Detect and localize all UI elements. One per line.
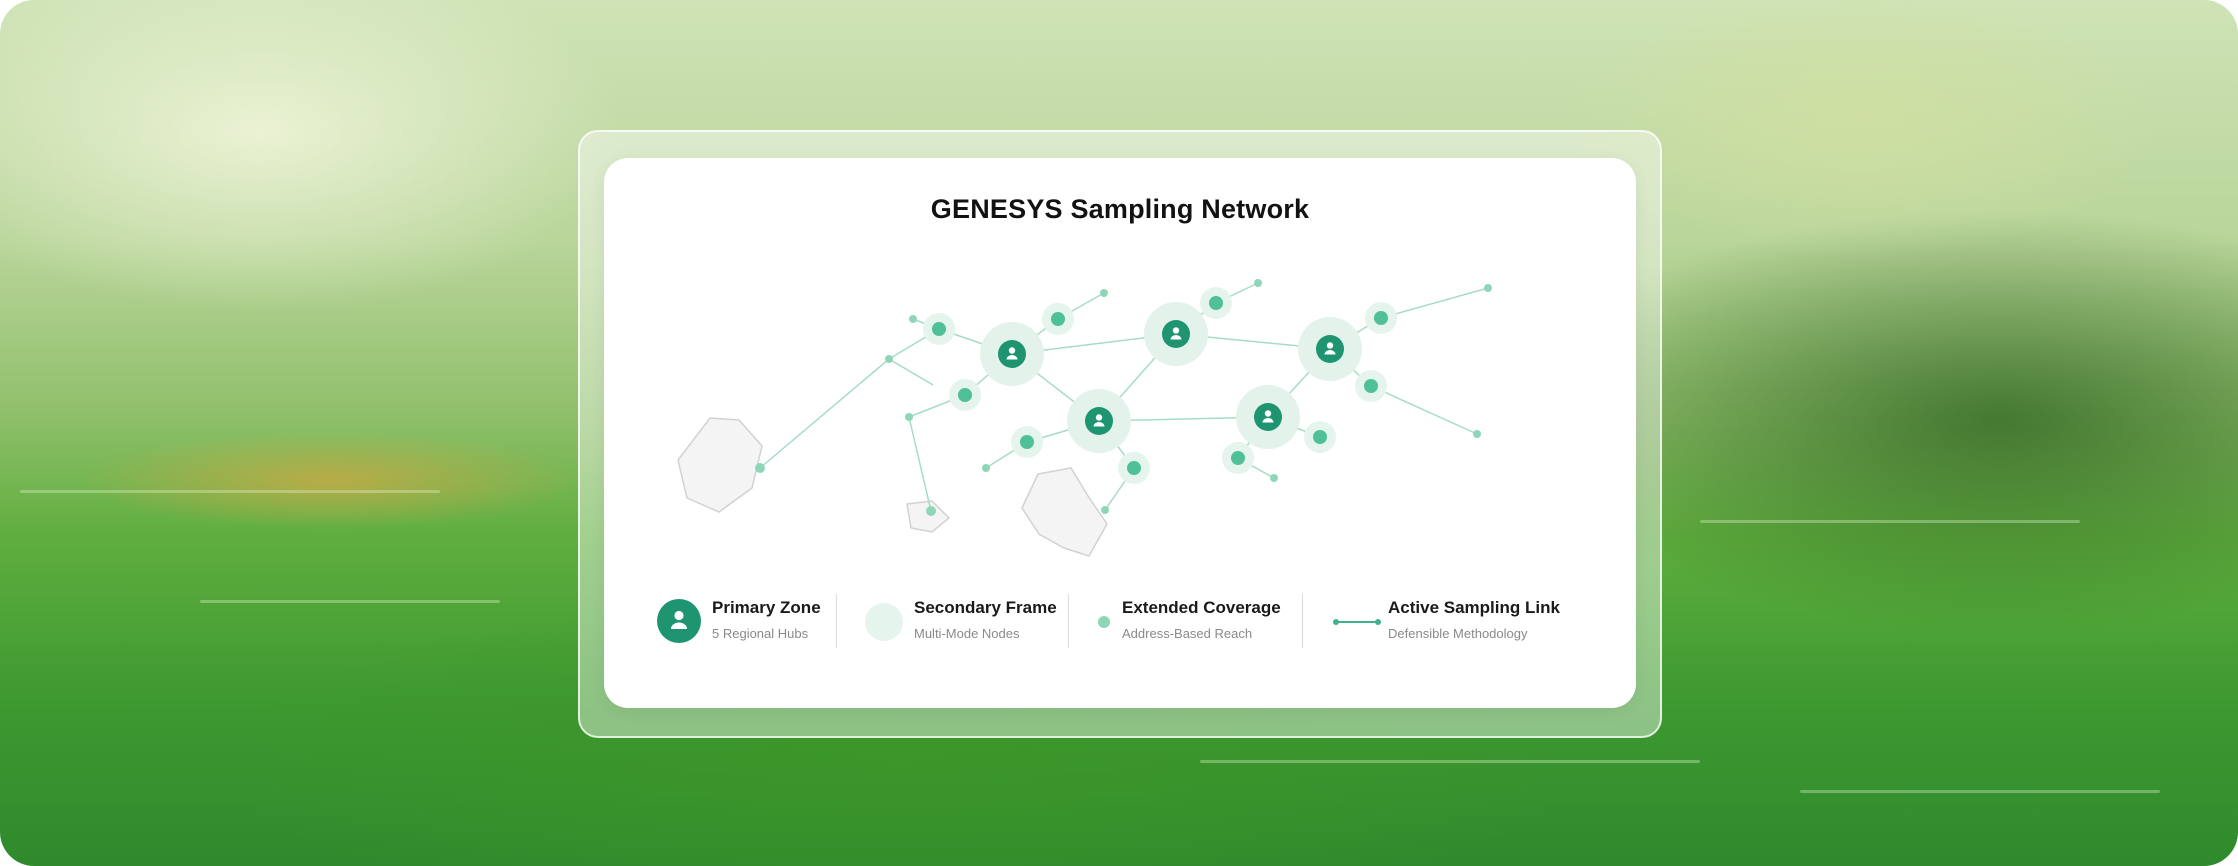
- network-card: GENESYS Sampling Network: [604, 158, 1636, 708]
- legend-item-secondary-frame: Secondary Frame Multi-Mode Nodes: [864, 594, 1057, 650]
- legend-label: Primary Zone: [712, 598, 821, 617]
- extended-node: [926, 506, 936, 516]
- legend-divider: [1302, 594, 1303, 648]
- extended-coverage-icon: [1098, 616, 1110, 628]
- extended-node: [982, 464, 990, 472]
- sampling-link: [1370, 385, 1478, 435]
- person-icon: [1264, 410, 1272, 417]
- person-icon: [1095, 414, 1103, 421]
- secondary-frame-icon: [865, 603, 903, 641]
- secondary-node: [1127, 461, 1141, 475]
- secondary-nodes: [923, 287, 1397, 484]
- primary-hub: [1298, 317, 1362, 381]
- paint-streak: [20, 490, 440, 493]
- extended-node: [755, 463, 765, 473]
- person-icon: [1326, 342, 1334, 349]
- person-icon: [1172, 327, 1180, 334]
- legend-label: Secondary Frame: [914, 598, 1057, 617]
- legend-label: Active Sampling Link: [1388, 598, 1560, 617]
- sampling-link: [908, 416, 932, 512]
- extended-node: [1101, 506, 1109, 514]
- primary-hubs: [980, 302, 1362, 453]
- region-shape: [1021, 467, 1108, 557]
- secondary-node: [1209, 296, 1223, 310]
- extended-node: [1270, 474, 1278, 482]
- primary-zone-icon: [657, 599, 701, 643]
- primary-hub: [980, 322, 1044, 386]
- extended-node: [1473, 430, 1481, 438]
- extended-node: [885, 355, 893, 363]
- legend-item-sampling-link: Active Sampling Link Defensible Methodol…: [1332, 594, 1572, 650]
- secondary-node: [1313, 430, 1327, 444]
- legend-sublabel: Defensible Methodology: [1388, 626, 1528, 641]
- extended-node: [1484, 284, 1492, 292]
- legend-item-extended-coverage: Extended Coverage Address-Based Reach: [1096, 594, 1296, 650]
- paint-streak: [1800, 790, 2160, 793]
- secondary-node: [932, 322, 946, 336]
- extended-node: [909, 315, 917, 323]
- diagram-title: GENESYS Sampling Network: [930, 194, 1310, 224]
- secondary-node: [958, 388, 972, 402]
- secondary-node: [1051, 312, 1065, 326]
- secondary-node: [1231, 451, 1245, 465]
- legend: Primary Zone 5 Regional Hubs Secondary F…: [652, 594, 1612, 650]
- region-shape: [906, 500, 951, 533]
- extended-node: [1100, 289, 1108, 297]
- sampling-link: [759, 358, 890, 469]
- primary-hub: [1144, 302, 1208, 366]
- sampling-link: [1380, 287, 1489, 319]
- person-icon: [1008, 347, 1016, 354]
- legend-sublabel: Address-Based Reach: [1122, 626, 1253, 641]
- secondary-node: [1020, 435, 1034, 449]
- sampling-link: [888, 358, 934, 386]
- secondary-node: [1364, 379, 1378, 393]
- paint-streak: [1700, 520, 2080, 523]
- primary-hub: [1236, 385, 1300, 449]
- extended-node: [905, 413, 913, 421]
- extended-nodes: [755, 279, 1492, 516]
- region-shape: [677, 417, 763, 513]
- legend-sublabel: Multi-Mode Nodes: [914, 626, 1020, 641]
- legend-sublabel: 5 Regional Hubs: [712, 626, 809, 641]
- paint-streak: [1200, 760, 1700, 763]
- secondary-node: [1374, 311, 1388, 325]
- legend-label: Extended Coverage: [1122, 598, 1281, 617]
- network-diagram: [677, 279, 1492, 557]
- legend-divider: [836, 594, 837, 648]
- paint-streak: [200, 600, 500, 603]
- legend-item-primary-zone: Primary Zone 5 Regional Hubs: [652, 594, 822, 650]
- sampling-link-icon: [1333, 619, 1381, 625]
- legend-divider: [1068, 594, 1069, 648]
- extended-node: [1254, 279, 1262, 287]
- primary-hub: [1067, 389, 1131, 453]
